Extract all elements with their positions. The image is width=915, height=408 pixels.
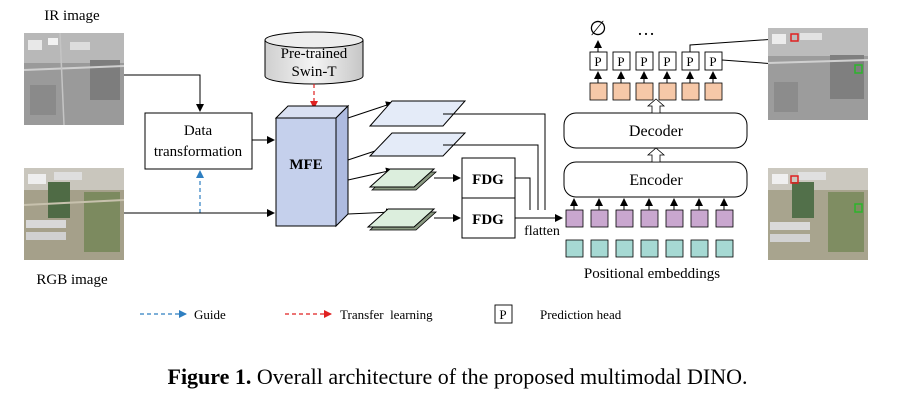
feature-map-3 xyxy=(368,168,438,191)
flatten-label: flatten xyxy=(524,224,560,239)
prediction-head-label: P xyxy=(663,54,670,69)
encoder-to-decoder-arrow xyxy=(646,147,666,163)
decoder-label: Decoder xyxy=(629,123,684,140)
pretrained-swin-t-cylinder xyxy=(264,31,364,85)
legend-prediction-head-symbol: P xyxy=(499,307,506,322)
ir-output-image xyxy=(767,28,869,120)
prediction-head-row xyxy=(589,51,723,71)
data-transformation-label-1: Data xyxy=(184,123,213,139)
prediction-head-label: P xyxy=(709,54,716,69)
feature-line-2 xyxy=(443,144,539,210)
feature-map-1 xyxy=(368,100,467,127)
positional-embedding-row xyxy=(565,239,734,258)
query-to-head-arrows xyxy=(594,71,717,83)
pretrained-label-2: Swin-T xyxy=(292,64,337,80)
feature-line-1 xyxy=(443,113,546,210)
fdg-label-top: FDG xyxy=(472,172,504,188)
mfe-out-arrow-1 xyxy=(347,101,394,119)
fdg-box-bottom xyxy=(461,197,516,239)
fdg-label-bottom: FDG xyxy=(472,212,504,228)
query-token-row xyxy=(589,82,723,101)
caption-text: Overall architecture of the proposed mul… xyxy=(256,364,748,389)
prediction-head-label: P xyxy=(686,54,693,69)
rgb-image-label: RGB image xyxy=(36,272,108,288)
positional-embeddings-label: Positional embeddings xyxy=(584,266,720,282)
detection-arrow-1 xyxy=(689,34,791,52)
legend-transfer-label: Transfer learning xyxy=(340,307,433,322)
prediction-head-label: P xyxy=(617,54,624,69)
empty-set-symbol: ∅ xyxy=(589,18,606,40)
mfe-block xyxy=(274,104,350,228)
mfe-out-arrow-3 xyxy=(347,167,394,181)
encoder-label: Encoder xyxy=(629,172,683,189)
feature-map-2 xyxy=(368,132,467,157)
rgb-image xyxy=(23,168,125,260)
decoder-output-arrow xyxy=(646,98,666,114)
figure-caption: Figure 1. Overall architecture of the pr… xyxy=(0,364,915,390)
legend-prediction-head-box xyxy=(494,304,513,324)
figure-label: Figure 1. xyxy=(167,364,252,389)
legend-prediction-head-label: Prediction head xyxy=(540,307,622,322)
ir-image-label: IR image xyxy=(44,8,100,24)
prediction-head-label: P xyxy=(594,54,601,69)
prediction-head-label: P xyxy=(640,54,647,69)
ellipsis: … xyxy=(637,19,655,39)
token-to-encoder-arrows xyxy=(570,198,728,210)
data-transformation-label-2: transformation xyxy=(154,144,243,160)
rgb-output-image xyxy=(768,168,868,260)
feature-map-4 xyxy=(366,208,438,231)
ir-image xyxy=(23,32,125,126)
pretrained-label-1: Pre-trained xyxy=(281,46,348,62)
ir-to-transform-arrow xyxy=(124,74,204,112)
data-transformation-box xyxy=(144,112,253,170)
fdg-box-top xyxy=(461,157,516,199)
purple-token-row xyxy=(565,209,734,228)
fdg-top-line xyxy=(515,177,531,210)
mfe-label: MFE xyxy=(289,157,322,173)
legend-guide-label: Guide xyxy=(194,307,226,322)
